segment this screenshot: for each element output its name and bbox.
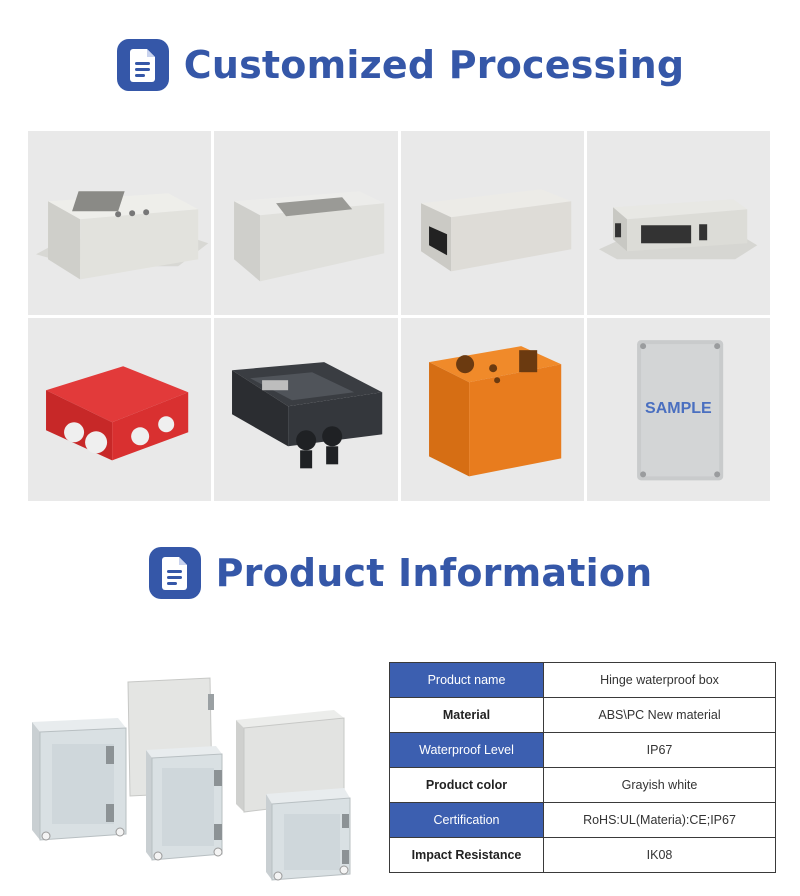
customized-processing-header: Customized Processing xyxy=(0,38,800,92)
section-title-customized: Customized Processing xyxy=(183,43,685,87)
table-row: Product color Grayish white xyxy=(389,767,776,803)
row-label-impact-resistance: Impact Resistance xyxy=(389,837,544,873)
table-row: Impact Resistance IK08 xyxy=(389,837,776,873)
enclosure-image xyxy=(598,199,757,260)
product-info-table: Product name Hinge waterproof box Materi… xyxy=(389,662,776,873)
gallery-item-gray-enclosure-side-cutout[interactable] xyxy=(400,131,584,315)
enclosure-image xyxy=(232,361,383,468)
row-value-impact-resistance: IK08 xyxy=(543,837,776,873)
table-row: Material ABS\PC New material xyxy=(389,697,776,733)
row-label-product-color: Product color xyxy=(389,767,544,803)
gallery-item-black-enclosure-glands[interactable] xyxy=(214,317,398,501)
enclosure-gallery: SAMPLE xyxy=(28,131,770,501)
row-label-waterproof-level: Waterproof Level xyxy=(389,732,544,768)
gallery-item-gray-enclosure-front-cutouts[interactable] xyxy=(586,131,770,315)
table-row: Certification RoHS:UL(Materia):CE;IP67 xyxy=(389,802,776,838)
product-information-header: Product Information xyxy=(0,546,800,600)
row-value-waterproof-level: IP67 xyxy=(543,732,776,768)
enclosure-image xyxy=(234,191,385,282)
table-row: Waterproof Level IP67 xyxy=(389,732,776,768)
row-label-certification: Certification xyxy=(389,802,544,838)
table-row: Product name Hinge waterproof box xyxy=(389,662,776,698)
enclosure-image xyxy=(46,365,189,460)
row-label-product-name: Product name xyxy=(389,662,544,698)
row-value-product-name: Hinge waterproof box xyxy=(543,662,776,698)
gallery-item-gray-enclosure-flange[interactable] xyxy=(28,131,212,315)
gallery-item-sample-enclosure[interactable]: SAMPLE xyxy=(586,317,770,501)
enclosure-image xyxy=(36,191,209,280)
enclosure-image xyxy=(420,189,571,272)
row-value-product-color: Grayish white xyxy=(543,767,776,803)
gallery-item-orange-enclosure[interactable] xyxy=(400,317,584,501)
row-value-material: ABS\PC New material xyxy=(543,697,776,733)
gallery-item-red-junction-box[interactable] xyxy=(28,317,212,501)
enclosure-image xyxy=(428,345,561,476)
product-photo xyxy=(32,677,351,881)
row-value-certification: RoHS:UL(Materia):CE;IP67 xyxy=(543,802,776,838)
gallery-item-gray-enclosure-window[interactable] xyxy=(214,131,398,315)
enclosure-image xyxy=(636,339,723,480)
row-label-material: Material xyxy=(389,697,544,733)
document-icon xyxy=(116,39,169,91)
section-title-product: Product Information xyxy=(215,551,653,595)
document-icon xyxy=(148,547,201,599)
sample-label: SAMPLE xyxy=(645,399,712,417)
